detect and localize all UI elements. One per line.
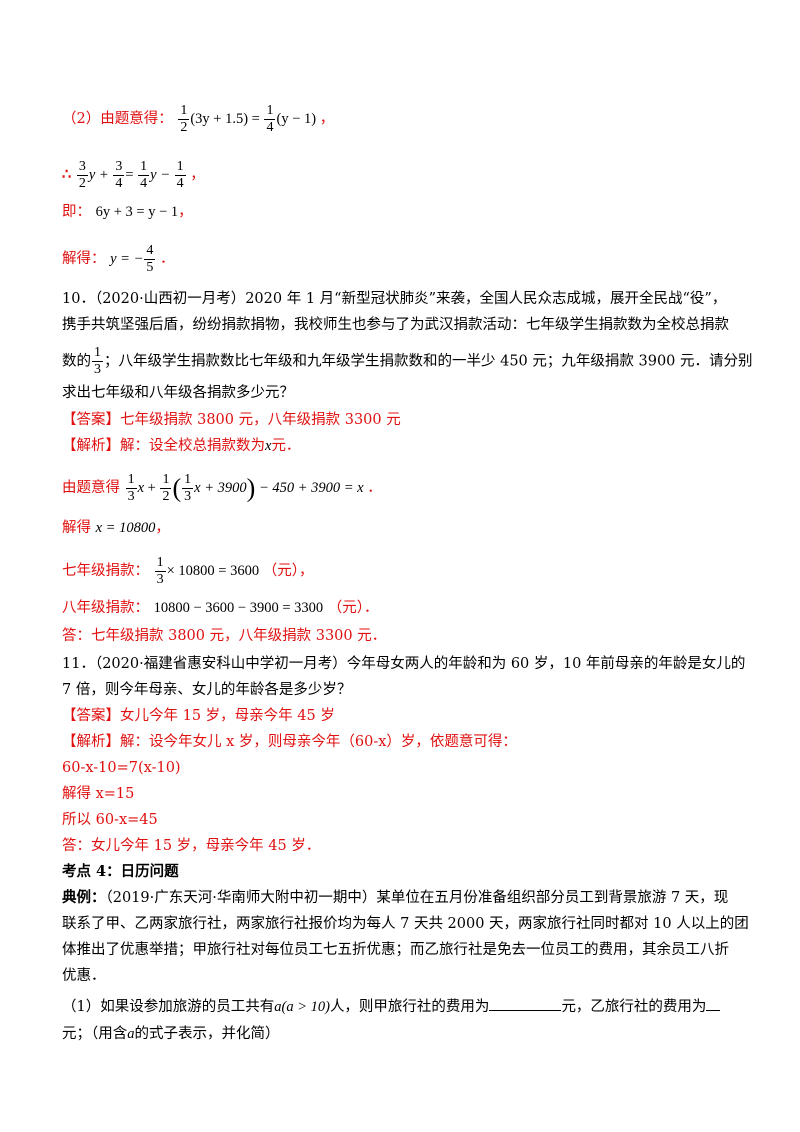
example-line-2: 联系了甲、乙两家旅行社，两家旅行社报价均为每人 7 天共 2000 天，两家旅行… [62, 916, 749, 932]
q9-part2-label: （2）由题意得： [62, 110, 173, 127]
q10-final-answer: 答：七年级捐款 3800 元，八年级捐款 3300 元． [62, 628, 387, 644]
q1-variable: a(a > 10) [274, 999, 330, 1015]
example-line-3: 体推出了优惠举措；甲旅行社对每位员工七五折优惠；而乙旅行社是免去一位员工的费用，… [62, 942, 729, 958]
q11-so: 所以 60-x=45 [62, 812, 158, 828]
q10-eight-eq: 10800 − 3600 − 3900 = 3300 [153, 600, 324, 616]
q10-eight-label: 八年级捐款： [62, 600, 149, 616]
q10-stem-line-4: 求出七年级和八年级各捐款多少元？ [62, 385, 294, 401]
q9-line4-label: 解得： [62, 250, 106, 267]
q10-stem-line-1: 10．（2020·山西初一月考）2020 年 1 月“新型冠状肺炎”来袭，全国人… [62, 291, 727, 307]
example-line-4: 优惠． [62, 968, 106, 984]
question-1-line-2: 元；（用含a的式子表示，并化简） [62, 1026, 280, 1042]
q10-eq-label: 由题意得 [62, 479, 120, 496]
answer-blank-1[interactable] [489, 996, 562, 1011]
q9-line3: 即： 6y + 3 = y − 1， [62, 204, 193, 220]
q10-solve-line: 解得 x = 10800， [62, 520, 170, 536]
q9-line3-label: 即： [62, 204, 91, 220]
example-label: 典例： [62, 889, 106, 906]
q11-answer: 【答案】女儿今年 15 岁，母亲今年 45 岁 [62, 708, 335, 724]
q11-equation: 60-x-10=7(x-10) [62, 760, 181, 776]
q10-seven-label: 七年级捐款： [62, 562, 149, 579]
example-line-1: 典例：（2019·广东天河·华南师大附中初一期中）某单位在五月份准备组织部分员工… [62, 889, 729, 906]
q11-solve: 解得 x=15 [62, 786, 135, 802]
q11-stem-line-2: 7 倍，则今年母亲、女儿的年龄各是多少岁？ [62, 682, 352, 698]
q10-eight-line: 八年级捐款： 10800 − 3600 − 3900 = 3300 （元）． [62, 600, 379, 616]
q10-stem-line-2: 携手共筑坚强后盾，纷纷捐款捐物，我校师生也参与了为武汉捐款活动：七年级学生捐款数… [62, 317, 729, 333]
q11-analysis: 【解析】解：设今年女儿 x 岁，则母亲今年（60-x）岁，依题意可得： [62, 734, 517, 750]
q11-stem-line-1: 11．（2020·福建省惠安科山中学初一月考）今年母女两人的年龄和为 60 岁，… [62, 656, 746, 672]
q10-analysis: 【解析】解：设全校总捐款数为x元． [62, 438, 301, 454]
section-title: 考点 4：日历问题 [62, 863, 179, 880]
q10-answer: 【答案】七年级捐款 3800 元，八年级捐款 3300 元 [62, 412, 401, 428]
q10-solve-eq: x = 10800 [95, 520, 156, 536]
q9-equation-3: 6y + 3 = y − 1 [95, 204, 179, 220]
answer-blank-2[interactable] [706, 996, 721, 1011]
therefore-symbol: ∴ [62, 165, 72, 183]
q11-final-answer: 答：女儿今年 15 岁，母亲今年 45 岁． [62, 838, 321, 854]
question-1-line-1: （1）如果设参加旅游的员工共有a(a > 10)人，则甲旅行社的费用为元，乙旅行… [62, 996, 721, 1017]
